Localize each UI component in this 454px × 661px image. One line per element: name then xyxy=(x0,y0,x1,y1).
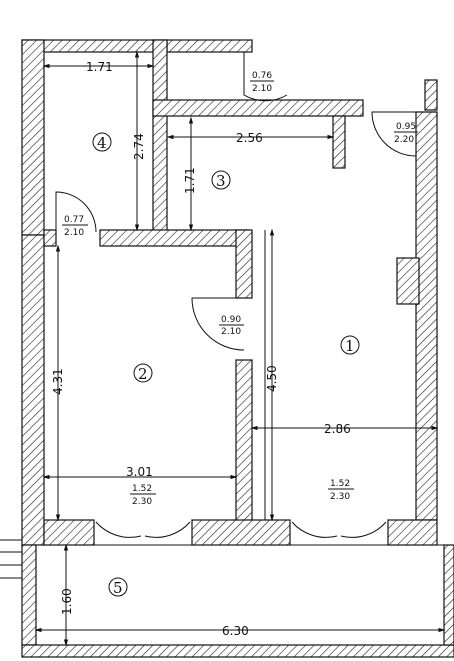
door-d2-height: 2.20 xyxy=(394,135,414,145)
room-number-1: 1 xyxy=(345,337,355,355)
dim-room4-width: 1.71 xyxy=(86,60,113,74)
room-number-2: 2 xyxy=(138,365,148,383)
door-swing-d6a xyxy=(291,521,338,538)
walls xyxy=(21,39,454,658)
dim-room2-height: 4.31 xyxy=(51,368,65,395)
dim-total-width: 6.30 xyxy=(222,624,249,638)
door-swing-d4 xyxy=(191,297,245,351)
wall-balcony-left xyxy=(21,544,37,646)
dim-room2-width: 3.01 xyxy=(126,465,153,479)
doors xyxy=(55,52,417,538)
wall-middle-horizontal xyxy=(99,229,249,247)
door-swing-d5b xyxy=(144,521,191,538)
door-swing-d1 xyxy=(243,52,288,102)
dim-balcony-depth: 1.60 xyxy=(60,588,74,615)
openings xyxy=(0,230,444,579)
door-d4-height: 2.10 xyxy=(221,327,241,337)
wall-room2-right-upper xyxy=(235,229,253,299)
wall-right-outer xyxy=(415,111,438,521)
door-d1-width: 0.76 xyxy=(252,71,272,81)
wall-right-top xyxy=(424,79,438,111)
wall-bottom-right xyxy=(387,519,438,546)
room-labels: 4 3 2 1 5 xyxy=(92,132,360,597)
door-d3-width: 0.77 xyxy=(64,215,84,225)
door-d6-width: 1.52 xyxy=(330,479,350,489)
dim-corridor-height: 1.71 xyxy=(183,167,197,194)
dim-room4-height: 2.74 xyxy=(132,133,146,160)
door-swing-d5a xyxy=(95,521,142,538)
wall-left-upper xyxy=(21,39,45,236)
wall-balcony-right xyxy=(443,544,454,646)
wall-bottom-mid xyxy=(191,519,291,546)
wall-room2-right-lower xyxy=(235,359,253,523)
door-d4-width: 0.90 xyxy=(221,315,241,325)
door-labels: 0.76 2.10 0.95 2.20 0.77 2.10 0.90 2.10 … xyxy=(62,71,418,507)
dim-corridor-width: 2.56 xyxy=(236,131,263,145)
room-number-3: 3 xyxy=(216,172,226,190)
dimension-lines: 1.71 2.74 2.56 1.71 4.31 3.01 4.50 2.86 … xyxy=(34,50,446,647)
door-d2-width: 0.95 xyxy=(396,122,416,132)
wall-corridor-top xyxy=(152,99,364,117)
wall-bottom-left xyxy=(43,519,95,546)
dim-room1-width: 2.86 xyxy=(324,422,351,436)
door-swing-d2 xyxy=(371,111,417,157)
wall-balcony-bottom xyxy=(21,644,454,658)
door-d6-height: 2.30 xyxy=(330,492,350,502)
wall-corridor-pier xyxy=(332,115,346,169)
wall-left-lower xyxy=(21,234,45,546)
door-swing-d6b xyxy=(340,521,387,538)
wall-middle-left-stub xyxy=(43,229,57,247)
door-d5-width: 1.52 xyxy=(132,484,152,494)
wall-right-niche xyxy=(396,257,420,305)
wall-room4-partition xyxy=(152,39,168,236)
door-d5-height: 2.30 xyxy=(132,497,152,507)
door-d1-height: 2.10 xyxy=(252,84,272,94)
door-d3-height: 2.10 xyxy=(64,228,84,238)
room-number-4: 4 xyxy=(97,134,107,152)
wall-top-right-stub xyxy=(166,39,253,53)
door-swing-d3 xyxy=(55,191,97,233)
dim-room1-height: 4.50 xyxy=(265,365,279,392)
room-number-5: 5 xyxy=(113,579,123,597)
